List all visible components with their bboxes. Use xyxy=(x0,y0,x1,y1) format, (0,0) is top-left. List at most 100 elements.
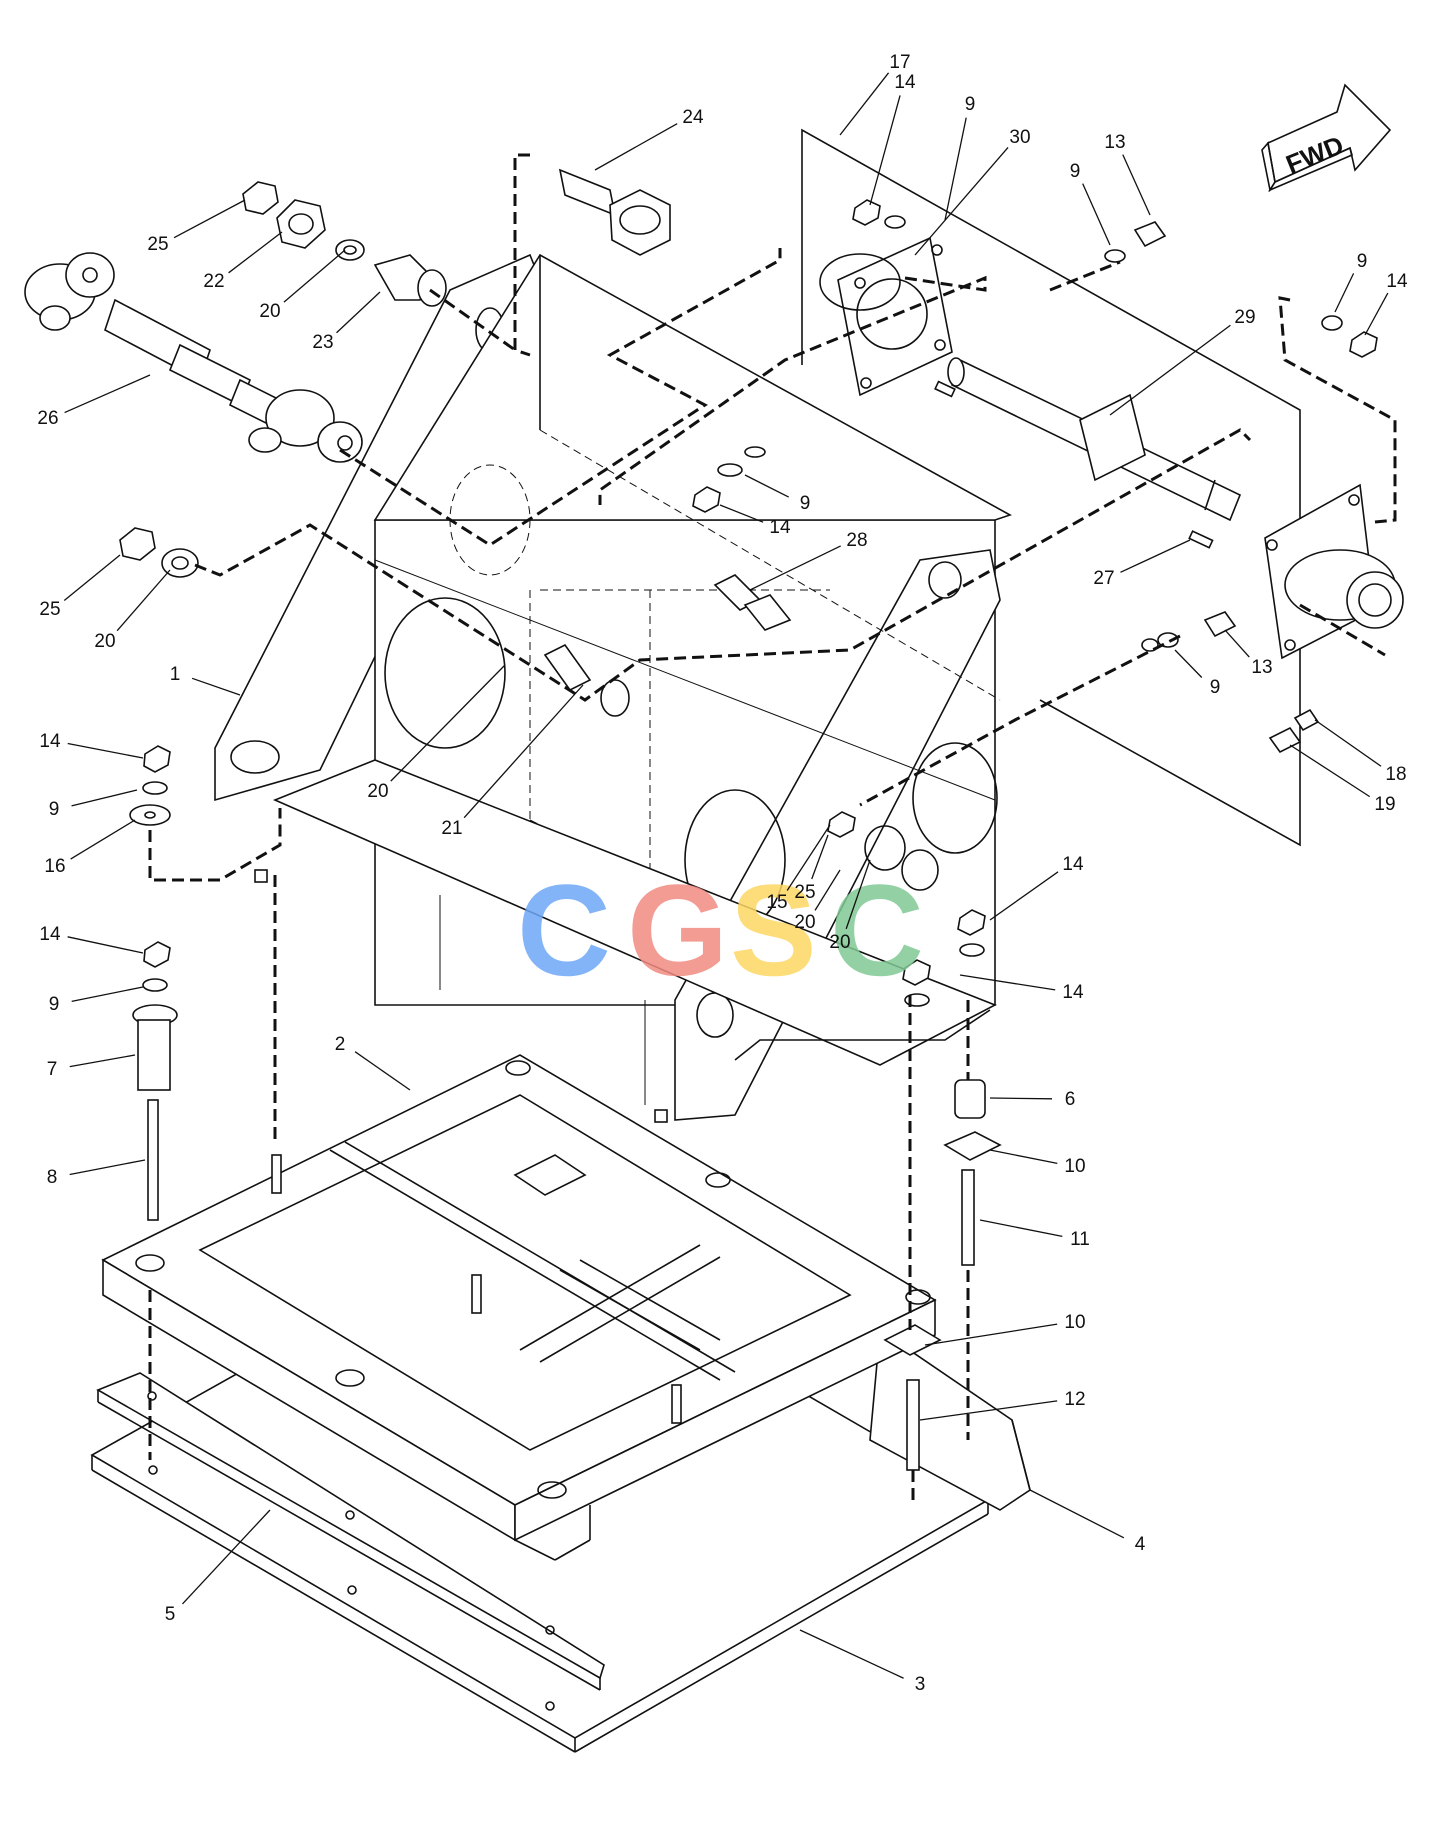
callout-number: 27 xyxy=(1093,568,1114,589)
callout-number: 30 xyxy=(1009,127,1030,148)
callout-number: 5 xyxy=(165,1604,176,1625)
callout-leader xyxy=(70,819,136,860)
callout-leader xyxy=(799,1629,904,1679)
callout-leader xyxy=(919,1400,1058,1421)
callout-number: 25 xyxy=(794,882,815,903)
callout-leader xyxy=(914,147,1009,256)
callout-number: 20 xyxy=(367,781,388,802)
callout-number: 1 xyxy=(170,664,181,685)
callout-number: 20 xyxy=(794,912,815,933)
callout-numbers: 1234567899999991010111213131414141414141… xyxy=(37,52,1408,1695)
callout-leader xyxy=(64,374,151,414)
callout-number: 23 xyxy=(312,332,333,353)
left-hardware xyxy=(119,527,199,578)
callout-number: 9 xyxy=(49,994,60,1015)
callout-number: 22 xyxy=(203,271,224,292)
callout-number: 7 xyxy=(47,1059,58,1080)
callout-leader xyxy=(924,1323,1058,1346)
callout-leader xyxy=(1082,183,1111,246)
callout-leader xyxy=(1364,292,1389,336)
callout-number: 14 xyxy=(39,731,61,752)
callout-number: 18 xyxy=(1385,764,1406,785)
callout-number: 26 xyxy=(37,408,58,429)
watermark-letter: C xyxy=(517,857,611,1003)
sub-frame xyxy=(101,1054,937,1561)
callout-leader xyxy=(594,123,678,171)
callout-number: 2 xyxy=(335,1034,346,1055)
watermark-letter: C xyxy=(830,857,924,1003)
callout-leader xyxy=(845,859,871,930)
bearing-housing-upper xyxy=(819,236,953,397)
callout-number: 8 xyxy=(47,1167,58,1188)
callout-number: 9 xyxy=(800,493,811,514)
rear-bracket-plate xyxy=(801,128,1301,847)
long-bar xyxy=(869,1328,1031,1511)
callout-number: 14 xyxy=(1062,854,1084,875)
callout-leader xyxy=(959,974,1056,991)
callout-leader xyxy=(1289,744,1371,798)
callout-number: 20 xyxy=(94,631,115,652)
right-stack-hardware xyxy=(883,1079,1002,1471)
callout-leader xyxy=(1122,154,1151,216)
callout-number: 10 xyxy=(1064,1312,1085,1333)
callout-number: 13 xyxy=(1104,132,1125,153)
drive-shaft-assembly xyxy=(24,252,363,463)
callout-number: 11 xyxy=(1070,1229,1090,1250)
callout-leader xyxy=(173,199,246,239)
callout-number: 29 xyxy=(1234,307,1255,328)
callout-number: 14 xyxy=(1386,271,1408,292)
top-hardware xyxy=(242,168,671,307)
callout-number: 20 xyxy=(829,932,850,953)
callout-leader xyxy=(283,249,346,303)
callout-leader xyxy=(811,834,829,880)
callout-leader xyxy=(1120,539,1191,573)
callout-leader xyxy=(869,95,901,206)
bearing-housing-lower xyxy=(1264,483,1404,660)
callout-leader xyxy=(228,231,283,274)
left-fastener-stack xyxy=(129,745,171,826)
callout-number: 14 xyxy=(1062,982,1084,1003)
callout-leader xyxy=(814,869,841,911)
assembly-paths xyxy=(148,153,1397,1500)
callout-leader xyxy=(1029,1489,1125,1539)
callout-number: 16 xyxy=(44,856,65,877)
callout-number: 9 xyxy=(965,94,976,115)
callout-leader xyxy=(69,1159,146,1176)
callout-leader xyxy=(989,1149,1058,1165)
callout-number: 14 xyxy=(894,72,916,93)
callout-number: 17 xyxy=(889,52,910,73)
callout-number: 28 xyxy=(846,530,867,551)
callout-leader xyxy=(354,1051,411,1091)
callout-leader xyxy=(336,291,381,334)
callout-number: 25 xyxy=(147,234,168,255)
callout-number: 4 xyxy=(1135,1534,1146,1555)
callout-number: 14 xyxy=(39,924,61,945)
callout-leader xyxy=(463,684,584,819)
callout-leader xyxy=(786,824,831,891)
shim-strip xyxy=(96,1372,605,1691)
callout-leader xyxy=(989,1097,1053,1100)
callout-number: 12 xyxy=(1064,1389,1085,1410)
callout-number: 14 xyxy=(769,517,791,538)
callout-leader xyxy=(71,986,144,1003)
callout-number: 10 xyxy=(1064,1156,1085,1177)
watermark: C G S C xyxy=(517,857,924,1003)
callout-leader xyxy=(839,72,890,136)
shaft xyxy=(934,357,1242,549)
callout-number: 19 xyxy=(1374,794,1395,815)
callout-number: 13 xyxy=(1251,657,1272,678)
callout-number: 3 xyxy=(915,1674,926,1695)
callout-leader xyxy=(182,1509,271,1605)
callout-number: 9 xyxy=(1357,251,1368,272)
callout-number: 6 xyxy=(1065,1089,1076,1110)
callout-number: 9 xyxy=(1070,161,1081,182)
callout-leader xyxy=(979,1219,1063,1238)
callout-leader xyxy=(67,742,144,759)
callout-leader xyxy=(71,789,138,807)
callout-number: 15 xyxy=(766,892,787,913)
callout-leader xyxy=(116,569,171,632)
right-housing-fasteners xyxy=(902,909,986,1007)
callout-number: 9 xyxy=(49,799,60,820)
watermark-letter: S xyxy=(730,857,817,1003)
